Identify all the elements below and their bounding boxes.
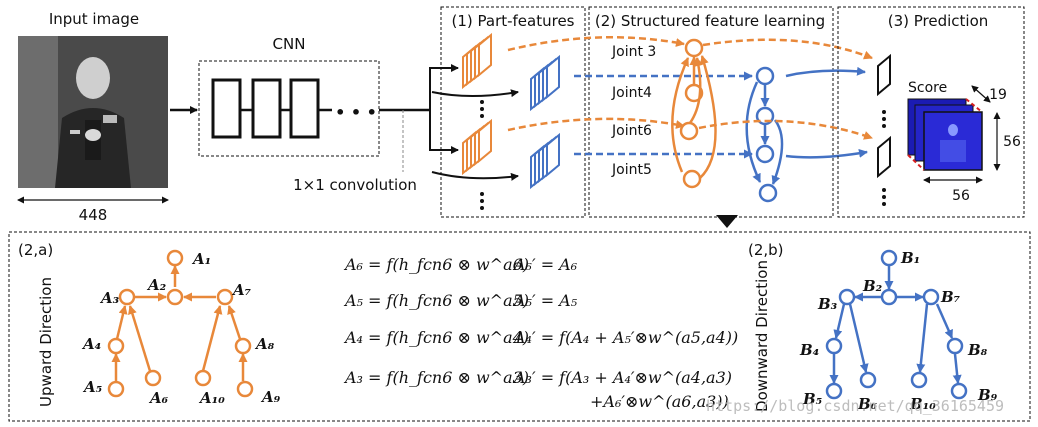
prediction-title: (3) Prediction bbox=[888, 12, 989, 30]
conv-label: 1×1 convolution bbox=[293, 176, 417, 194]
dim56-bottom-label: 56 bbox=[952, 188, 970, 204]
node-a7: A₇ bbox=[231, 281, 252, 299]
tree-a-edges bbox=[111, 265, 248, 381]
prediction-planes bbox=[877, 53, 891, 179]
joint3-label: Joint 3 bbox=[611, 44, 656, 60]
structured-box bbox=[588, 6, 834, 218]
cnn-layers bbox=[211, 78, 332, 139]
input-image-photo bbox=[18, 36, 168, 188]
part-features-box bbox=[440, 6, 586, 218]
structured-orange-chain bbox=[671, 38, 717, 189]
dim19-arrow bbox=[971, 85, 991, 103]
eq2-left: A₅ = f(h_fcn6 ⊗ w^a5) bbox=[343, 291, 529, 310]
feature-map-sheet bbox=[478, 118, 492, 164]
dim19-label: 19 bbox=[989, 87, 1007, 103]
watermark: https://blog.csdn.net/qq_36165459 bbox=[706, 397, 1004, 415]
eq4-right-line2: +A₆′⊗w^(a6,a3)) bbox=[590, 392, 729, 411]
eq3-right: A₄′ = f(A₄ + A₅′⊗w^(a5,a4)) bbox=[512, 328, 738, 347]
node-b10: B₁₀ bbox=[909, 395, 936, 413]
part-features-ellipses bbox=[480, 100, 484, 210]
joint5-label: Joint5 bbox=[611, 162, 652, 178]
branch-arrows bbox=[429, 64, 519, 181]
node-a8: A₈ bbox=[254, 335, 275, 353]
down-arrow bbox=[716, 215, 738, 228]
panel-a-label: (2,a) bbox=[18, 241, 53, 259]
equations: A₆ = f(h_fcn6 ⊗ w^a6) A₅ = f(h_fcn6 ⊗ w^… bbox=[343, 255, 738, 411]
blue-feature-stack-2 bbox=[530, 132, 560, 190]
node-a2: A₂ bbox=[146, 276, 167, 294]
node-b5: B₅ bbox=[802, 390, 823, 408]
prediction-ellipses bbox=[882, 110, 886, 206]
tree-b-nodes bbox=[825, 249, 968, 400]
node-b9: B₉ bbox=[977, 386, 998, 404]
upward-direction-label: Upward Direction bbox=[37, 277, 55, 407]
cnn-ellipsis: • • • bbox=[335, 103, 377, 122]
joint4-label: Joint4 bbox=[611, 85, 652, 101]
tree-a-nodes bbox=[107, 249, 254, 398]
eq1-right: A₆′ = A₆ bbox=[512, 255, 578, 274]
eq2-right: A₅′ = A₅ bbox=[512, 291, 578, 310]
eq1-left: A₆ = f(h_fcn6 ⊗ w^a6) bbox=[343, 255, 529, 274]
eq3-left: A₄ = f(h_fcn6 ⊗ w^a4) bbox=[343, 328, 529, 347]
dim56-side-label: 56 bbox=[1003, 134, 1021, 150]
node-b4: B₄ bbox=[799, 341, 819, 359]
orange-feature-stack-2 bbox=[462, 118, 492, 176]
input-size-label: 448 bbox=[79, 206, 108, 224]
node-b7: B₇ bbox=[940, 288, 961, 306]
joint6-label: Joint6 bbox=[611, 123, 652, 139]
feature-map-sheet bbox=[478, 32, 492, 78]
feature-map-sheet bbox=[546, 54, 560, 100]
eq4-right-line1: A₃′ = f(A₃ + A₄′⊗w^(a4,a3) bbox=[512, 368, 732, 387]
node-a10: A₁₀ bbox=[198, 389, 225, 407]
orange-feature-stack-1 bbox=[462, 32, 492, 90]
score-label: Score bbox=[908, 80, 947, 96]
bottom-panel bbox=[8, 231, 1031, 422]
node-a1: A₁ bbox=[191, 250, 211, 268]
node-a3: A₃ bbox=[99, 289, 120, 307]
node-a4: A₄ bbox=[81, 335, 101, 353]
node-a6: A₆ bbox=[148, 389, 169, 407]
node-b8: B₈ bbox=[967, 341, 988, 359]
feature-map-sheet bbox=[546, 132, 560, 178]
node-a5: A₅ bbox=[82, 378, 103, 396]
eq4-left: A₃ = f(h_fcn6 ⊗ w^a3) bbox=[343, 368, 529, 387]
input-image-label: Input image bbox=[49, 10, 139, 28]
blue-feature-stack-1 bbox=[530, 54, 560, 112]
orange-to-prediction-arrows bbox=[698, 38, 873, 140]
node-a9: A₉ bbox=[260, 388, 281, 406]
blue-to-prediction-arrows bbox=[785, 66, 868, 159]
cnn-label: CNN bbox=[273, 35, 306, 53]
tree-b-edges bbox=[829, 266, 962, 384]
node-b1: B₁ bbox=[900, 249, 920, 267]
node-b3: B₃ bbox=[817, 295, 838, 313]
node-b6: B₆ bbox=[857, 395, 878, 413]
structured-blue-chain bbox=[745, 66, 784, 203]
orange-dashed-arrows bbox=[507, 36, 685, 132]
structured-title: (2) Structured feature learning bbox=[595, 12, 825, 30]
node-b2: B₂ bbox=[862, 277, 883, 295]
part-features-title: (1) Part-features bbox=[451, 12, 574, 30]
cnn-box bbox=[198, 60, 380, 157]
score-maps bbox=[907, 98, 983, 171]
prediction-box bbox=[837, 6, 1025, 218]
panel-b-label: (2,b) bbox=[748, 241, 784, 259]
blue-dashed-arrows bbox=[574, 71, 753, 159]
downward-direction-label: Downward Direction bbox=[753, 260, 771, 412]
